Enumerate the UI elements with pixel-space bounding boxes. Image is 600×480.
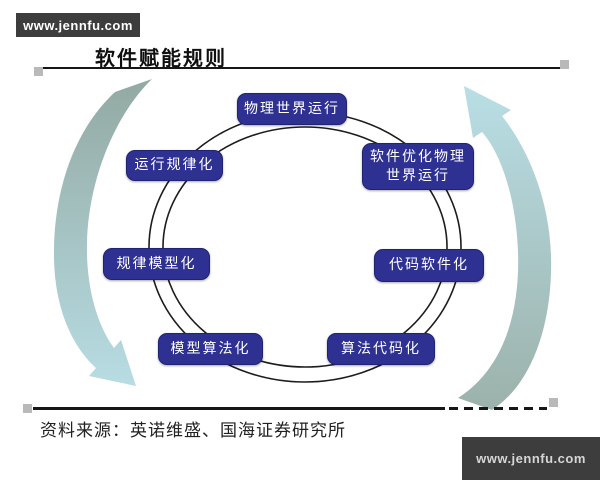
node-label-line1: 软件优化物理 (370, 149, 466, 165)
title-rule-left-cap (34, 67, 43, 76)
watermark-banner-top: www.jennfu.com (16, 13, 140, 37)
cycle-arrow-left-icon (53, 79, 152, 386)
cycle-ring-inner (162, 126, 448, 368)
node-label: 算法代码化 (341, 341, 421, 357)
node-label-line2: 世界运行 (386, 168, 450, 184)
cycle-arrow-right-icon (458, 86, 552, 410)
source-rule-left-cap (23, 404, 32, 413)
cycle-node-physical-world-operation: 物理世界运行 (237, 93, 347, 125)
title-rule (35, 67, 563, 69)
cycle-node-operation-to-law: 运行规律化 (126, 150, 223, 181)
watermark-text-top: www.jennfu.com (23, 17, 133, 33)
source-rule-right-cap (549, 398, 558, 407)
title-rule-right-cap (560, 60, 569, 69)
watermark-banner-bottom: www.jennfu.com (462, 437, 600, 480)
node-label: 规律模型化 (116, 256, 197, 272)
watermark-text-bottom: www.jennfu.com (476, 451, 586, 466)
node-label: 代码软件化 (389, 258, 469, 273)
node-label: 模型算法化 (170, 341, 251, 357)
source-note: 资料来源：英诺维盛、国海证券研究所 (40, 421, 346, 440)
source-rule (33, 407, 445, 410)
page-title: 软件赋能规则 (95, 48, 227, 70)
cycle-node-code-to-software: 代码软件化 (374, 249, 484, 282)
source-rule-dashed (449, 407, 547, 410)
cycle-node-law-to-model: 规律模型化 (103, 248, 210, 280)
node-label: 物理世界运行 (244, 101, 340, 117)
cycle-node-algorithm-to-code: 算法代码化 (327, 333, 435, 365)
cycle-node-model-to-algorithm: 模型算法化 (158, 333, 263, 365)
cycle-node-software-optimizes-physical-world: 软件优化物理 世界运行 (362, 143, 474, 190)
node-label: 运行规律化 (134, 158, 215, 173)
